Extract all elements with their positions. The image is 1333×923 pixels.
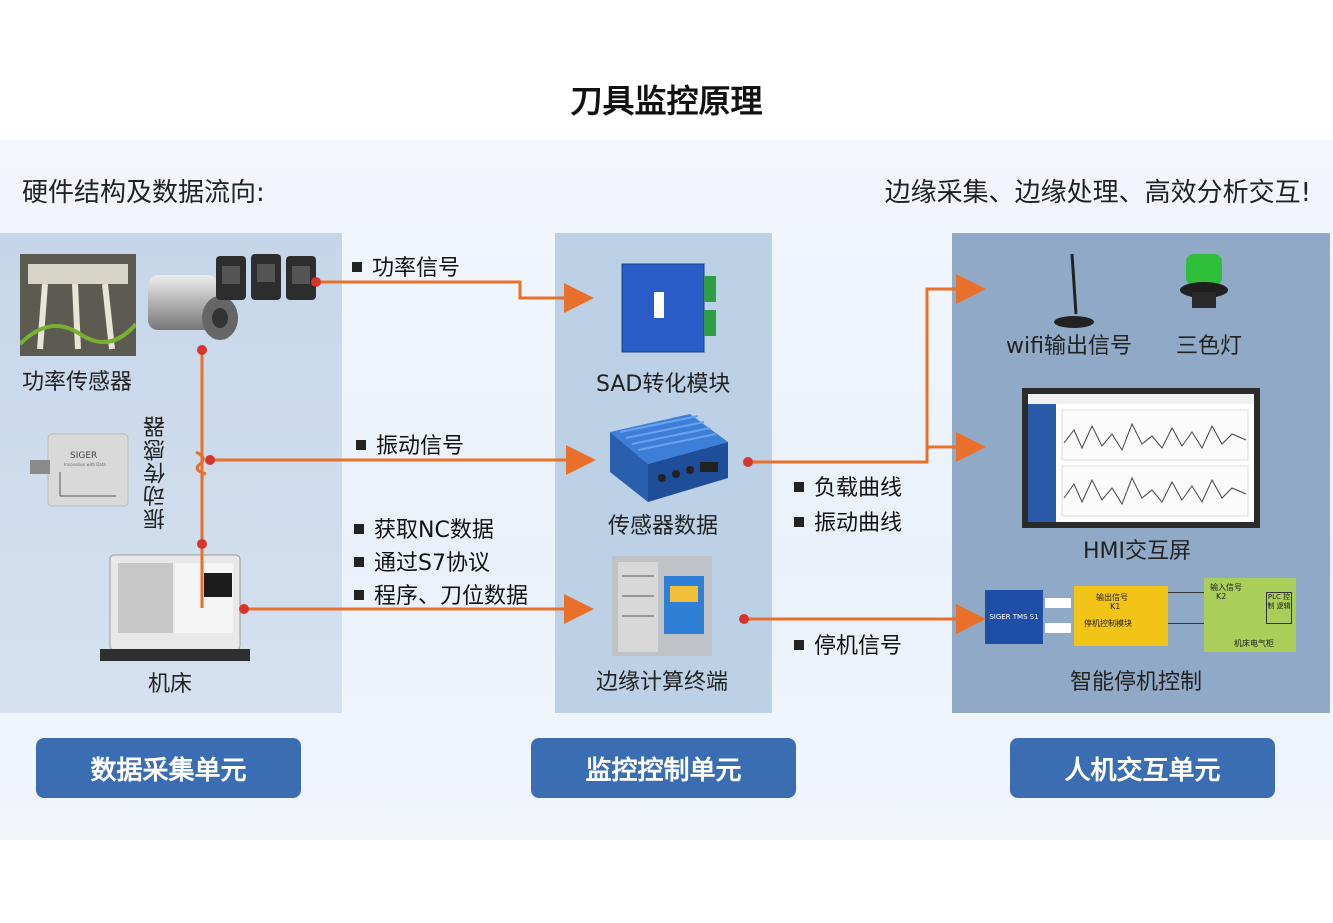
subtitle-hardware: 硬件结构及数据流向: (22, 178, 265, 208)
output-signal-label: 输出信号 (1096, 593, 1128, 602)
sensor-data-box-icon (610, 414, 728, 502)
hmi-label: HMI交互屏 (1083, 539, 1192, 564)
sad-module-icon (621, 263, 716, 353)
power-sensor-label: 功率传感器 (22, 370, 133, 395)
s7-protocol-label: 通过S7协议 (354, 545, 490, 577)
nc-data-label: 获取NC数据 (354, 512, 494, 544)
wifi-label: wifi输出信号 (1006, 334, 1132, 359)
smart-stop-label: 智能停机控制 (1070, 670, 1203, 695)
wifi-antenna-icon (1054, 253, 1094, 328)
hmi-unit-button[interactable]: 人机交互单元 (1010, 738, 1275, 798)
tms-link-bar-top (1045, 598, 1071, 608)
machine-electric-cabinet: 输入信号 K2 PLC 控制 逻辑 机床电气柜 (1204, 578, 1296, 652)
edge-terminal-photo (612, 556, 712, 656)
tms-link-bar-bottom (1045, 623, 1071, 633)
hmi-screen-icon (1022, 388, 1260, 528)
wire-connection (1168, 592, 1204, 624)
vibration-dot (205, 455, 215, 465)
vibration-sensor-photo: SIGER Innovation with Data (30, 433, 129, 507)
k2-label: K2 (1216, 592, 1227, 601)
spindle-dot (197, 345, 207, 355)
program-tool-label: 程序、刀位数据 (354, 578, 528, 610)
device-tagline: Innovation with Data (64, 462, 106, 467)
power-signal-line (316, 280, 594, 313)
machine-label: 机床 (148, 672, 193, 697)
plc-logic-box: PLC 控制 逻辑 (1266, 592, 1292, 624)
data-collection-unit-button[interactable]: 数据采集单元 (36, 738, 301, 798)
stop-signal-label: 停机信号 (794, 628, 902, 660)
sensor-data-label: 传感器数据 (608, 514, 719, 539)
edge-terminal-dot (739, 614, 749, 624)
machine-dot (239, 604, 249, 614)
stop-module-label: 停机控制模块 (1084, 619, 1132, 628)
power-sensor-photo (20, 254, 136, 356)
tricolor-light-label: 三色灯 (1176, 334, 1243, 359)
power-sensor-dot (311, 277, 321, 287)
page-title: 刀具监控原理 (570, 82, 763, 120)
subtitle-edge: 边缘采集、边缘处理、高效分析交互! (884, 178, 1311, 208)
stop-control-module: 输出信号 K1 停机控制模块 (1074, 586, 1168, 646)
current-clamp-icon (216, 254, 316, 300)
sad-module-label: SAD转化模块 (596, 372, 731, 397)
tricolor-light-icon (1180, 254, 1228, 308)
vibration-curve-label: 振动曲线 (794, 505, 902, 537)
curve-to-wifi-line (748, 274, 986, 464)
k1-label: K1 (1110, 602, 1121, 611)
machine-elec-label: 机床电气柜 (1234, 639, 1274, 648)
load-curve-label: 负载曲线 (794, 470, 902, 502)
power-signal-label: 功率信号 (352, 250, 460, 282)
spindle-icon (148, 275, 238, 340)
monitor-control-unit-button[interactable]: 监控控制单元 (531, 738, 796, 798)
cnc-machine-icon (100, 554, 250, 661)
input-signal-label: 输入信号 (1210, 583, 1242, 592)
vibration-signal-label: 振动信号 (356, 428, 464, 460)
machine-top-dot (197, 539, 207, 549)
device-brand: SIGER (70, 451, 97, 461)
sensor-data-dot (743, 457, 753, 467)
tms-box: SIGER TMS S1 (985, 590, 1043, 644)
edge-terminal-label: 边缘计算终端 (596, 670, 729, 695)
line-crossing-hop (195, 450, 207, 476)
